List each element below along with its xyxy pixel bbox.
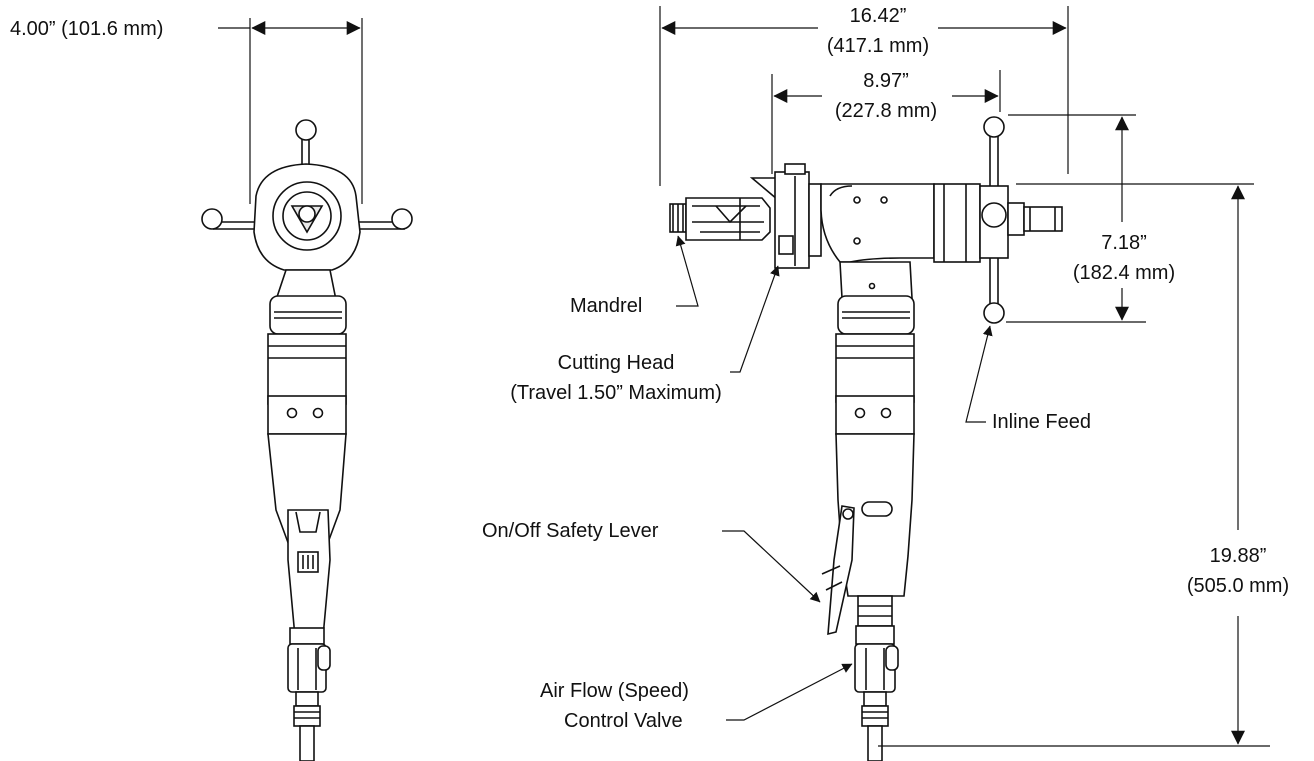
inline-feed-callout: Inline Feed bbox=[965, 325, 1091, 433]
overall-height-dimension: 19.88” (505.0 mm) bbox=[878, 183, 1289, 747]
safety-lever-callout: On/Off Safety Lever bbox=[482, 520, 821, 603]
air-flow-label-2: Control Valve bbox=[564, 710, 683, 732]
front-width-dimension: 4.00” (101.6 mm) bbox=[10, 18, 363, 204]
side-exhaust-button bbox=[861, 501, 893, 517]
side-view-tool bbox=[669, 116, 1063, 761]
side-main-housing bbox=[820, 183, 935, 263]
front-handle-knob-right bbox=[391, 208, 413, 230]
feed-height-label-in: 7.18” bbox=[1101, 232, 1147, 254]
cutting-head-travel-label: (Travel 1.50” Maximum) bbox=[510, 382, 722, 404]
cutting-head-label: Cutting Head bbox=[558, 352, 675, 374]
air-flow-label: Air Flow (Speed) bbox=[540, 680, 689, 702]
side-body-band bbox=[835, 395, 915, 435]
front-view-tool bbox=[201, 119, 413, 761]
front-handle-knob-left bbox=[201, 208, 223, 230]
mandrel-callout: Mandrel bbox=[570, 235, 699, 317]
front-grip-top bbox=[269, 295, 347, 335]
side-air-fitting bbox=[861, 705, 889, 727]
overall-length-dimension: 16.42” (417.1 mm) bbox=[659, 5, 1069, 186]
side-valve-collar bbox=[857, 595, 893, 627]
cutting-head-callout: Cutting Head (Travel 1.50” Maximum) bbox=[510, 265, 780, 404]
head-to-feed-dimension: 8.97” (227.8 mm) bbox=[771, 70, 1001, 174]
overall-length-label-mm: (417.1 mm) bbox=[827, 35, 929, 57]
overall-height-label-in: 19.88” bbox=[1210, 545, 1267, 567]
front-width-label: 4.00” (101.6 mm) bbox=[10, 18, 163, 40]
side-safety-lever bbox=[827, 505, 855, 636]
safety-lever-label: On/Off Safety Lever bbox=[482, 520, 659, 542]
side-motor-housing bbox=[933, 183, 981, 263]
front-valve-collar bbox=[289, 627, 325, 645]
head-to-feed-label-in: 8.97” bbox=[863, 70, 909, 92]
overall-height-label-mm: (505.0 mm) bbox=[1187, 575, 1289, 597]
front-body-upper bbox=[267, 333, 347, 405]
head-to-feed-label-mm: (227.8 mm) bbox=[835, 100, 937, 122]
side-feed-knob-bottom bbox=[983, 302, 1005, 324]
side-grip-top bbox=[837, 295, 915, 335]
side-feed-knob-top bbox=[983, 116, 1005, 138]
air-flow-callout: Air Flow (Speed) Control Valve bbox=[540, 663, 853, 732]
feed-height-dimension: 7.18” (182.4 mm) bbox=[1006, 114, 1175, 323]
feed-height-label-mm: (182.4 mm) bbox=[1073, 262, 1175, 284]
side-body-upper bbox=[835, 333, 915, 403]
overall-length-label-in: 16.42” bbox=[850, 5, 907, 27]
mandrel-label: Mandrel bbox=[570, 295, 642, 317]
front-air-fitting bbox=[293, 705, 321, 727]
front-body-band bbox=[267, 395, 347, 435]
inline-feed-label: Inline Feed bbox=[992, 411, 1091, 433]
front-handle-knob-top bbox=[295, 119, 317, 141]
